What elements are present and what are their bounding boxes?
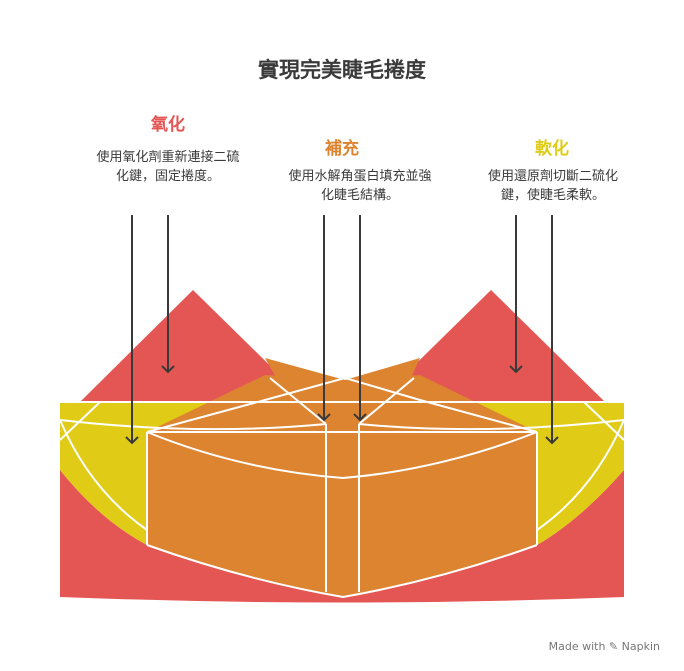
oxidation-description: 使用氧化劑重新連接二硫化鍵，固定捲度。 bbox=[96, 150, 240, 184]
arrow-icon bbox=[125, 215, 139, 445]
arrow-icon bbox=[161, 215, 175, 374]
arrow-icon bbox=[509, 215, 523, 374]
replenish-heading: 補充 bbox=[325, 139, 359, 159]
orange-wings bbox=[265, 358, 420, 402]
white-outlines bbox=[59, 376, 625, 599]
orange-top bbox=[147, 375, 537, 432]
bottom-red-band bbox=[60, 470, 624, 603]
arrow-icon bbox=[317, 215, 331, 422]
orange-block bbox=[147, 424, 537, 597]
arrows bbox=[125, 215, 559, 445]
arrow-icon bbox=[545, 215, 559, 445]
arrow-icon bbox=[353, 215, 367, 422]
napkin-watermark: Made with ✎ Napkin bbox=[548, 640, 660, 653]
oxidation-heading: 氧化 bbox=[151, 115, 185, 135]
diagram-title: 實現完美睫毛捲度 bbox=[258, 58, 426, 82]
replenish-description: 使用水解角蛋白填充並強化睫毛結構。 bbox=[288, 169, 432, 203]
left-red-triangle bbox=[80, 290, 307, 402]
softening-heading: 軟化 bbox=[535, 139, 569, 159]
softening-description: 使用還原劑切斷二硫化鍵，使睫毛柔軟。 bbox=[487, 169, 618, 203]
right-red-triangle bbox=[377, 290, 605, 402]
